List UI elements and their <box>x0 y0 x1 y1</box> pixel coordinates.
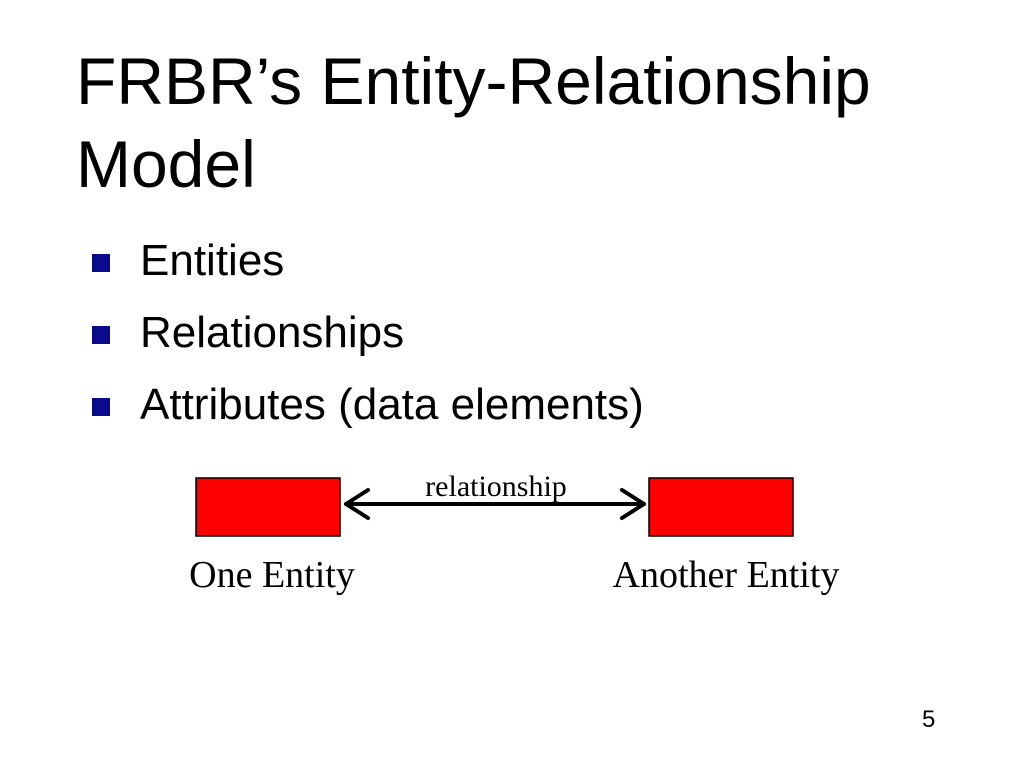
another-entity-box <box>648 477 794 537</box>
square-bullet-icon <box>92 254 110 272</box>
one-entity-label: One Entity <box>189 554 355 596</box>
page-number: 5 <box>922 706 936 733</box>
square-bullet-icon <box>92 398 110 416</box>
arrowhead-right-icon <box>620 488 646 520</box>
slide-title: FRBR’s Entity-Relationship Model <box>76 40 976 206</box>
relationship-arrow <box>344 488 646 520</box>
one-entity-box <box>195 477 341 537</box>
square-bullet-icon <box>92 326 110 344</box>
bullet-text: Attributes (data elements) <box>140 380 644 429</box>
arrowhead-left-icon <box>344 488 370 520</box>
bullet-text: Relationships <box>140 308 405 357</box>
slide-title-line-1: FRBR’s Entity-Relationship <box>76 44 871 118</box>
relationship-label: relationship <box>425 470 567 503</box>
bullet-text: Entities <box>140 236 285 285</box>
another-entity-label: Another Entity <box>613 554 840 596</box>
slide-title-line-2: Model <box>76 127 256 201</box>
